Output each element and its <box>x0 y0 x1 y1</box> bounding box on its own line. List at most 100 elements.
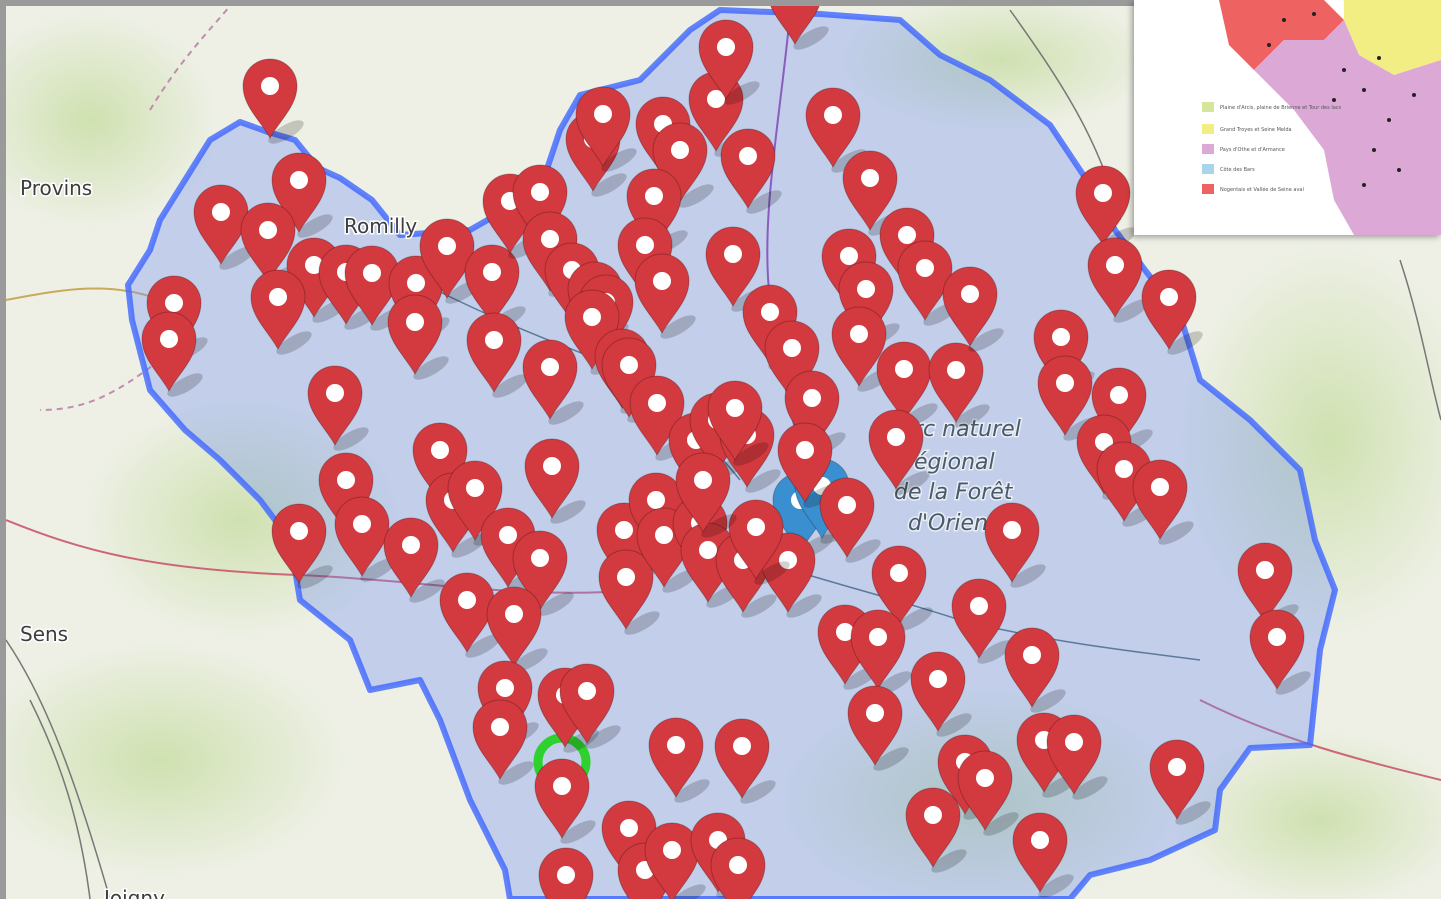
map-marker-pin[interactable] <box>850 609 906 691</box>
map-marker-pin[interactable] <box>1249 609 1305 691</box>
map-marker[interactable] <box>652 122 717 212</box>
map-marker-pin[interactable] <box>838 261 894 343</box>
map-marker[interactable] <box>575 86 640 176</box>
map-marker-pin[interactable] <box>1004 627 1060 709</box>
map-marker-pin[interactable] <box>1046 714 1102 796</box>
map-marker[interactable] <box>334 496 399 586</box>
map-marker[interactable] <box>271 503 336 593</box>
map-marker-pin[interactable] <box>842 150 898 232</box>
map-marker[interactable] <box>1141 269 1206 359</box>
map-marker[interactable] <box>707 380 772 470</box>
map-marker[interactable] <box>1087 237 1152 327</box>
map-marker[interactable] <box>847 685 912 775</box>
map-marker-pin[interactable] <box>707 380 763 462</box>
map-marker[interactable] <box>141 311 206 401</box>
map-marker[interactable] <box>598 549 663 639</box>
map-marker-pin[interactable] <box>387 294 443 376</box>
map-marker[interactable] <box>1249 609 1314 699</box>
map-marker[interactable] <box>644 822 709 899</box>
map-marker-pin[interactable] <box>876 341 932 423</box>
map-marker-pin[interactable] <box>951 578 1007 660</box>
map-marker[interactable] <box>984 502 1049 592</box>
map-marker-pin[interactable] <box>714 718 770 800</box>
map-marker-pin[interactable] <box>240 202 296 284</box>
map-marker-pin[interactable] <box>271 503 327 585</box>
map-marker-pin[interactable] <box>698 19 754 101</box>
map-marker-pin[interactable] <box>847 685 903 767</box>
map-marker-pin[interactable] <box>250 269 306 351</box>
map-marker-pin[interactable] <box>648 717 704 799</box>
map-marker[interactable] <box>512 530 577 620</box>
map-marker[interactable] <box>942 266 1007 356</box>
map-marker-pin[interactable] <box>486 586 542 668</box>
map-marker-pin[interactable] <box>575 86 631 168</box>
map-marker[interactable] <box>905 787 970 877</box>
map-marker-pin[interactable] <box>626 168 682 250</box>
map-marker-pin[interactable] <box>777 422 833 504</box>
map-marker[interactable] <box>760 532 825 622</box>
map-marker-pin[interactable] <box>464 244 520 326</box>
map-marker-pin[interactable] <box>383 517 439 599</box>
map-marker[interactable] <box>538 847 603 899</box>
map-marker[interactable] <box>242 58 307 148</box>
map-marker-pin[interactable] <box>1087 237 1143 319</box>
map-marker-pin[interactable] <box>905 787 961 869</box>
map-marker-pin[interactable] <box>644 822 700 899</box>
map-marker-pin[interactable] <box>318 452 374 534</box>
map-marker[interactable] <box>710 837 775 899</box>
map-marker-pin[interactable] <box>1033 309 1089 391</box>
map-marker[interactable] <box>439 572 504 662</box>
marker-layer[interactable] <box>141 6 1314 899</box>
map-marker-pin[interactable] <box>868 409 924 491</box>
map-marker-pin[interactable] <box>634 253 690 335</box>
map-marker-pin[interactable] <box>141 311 197 393</box>
map-marker[interactable] <box>648 717 713 807</box>
map-marker[interactable] <box>271 152 336 242</box>
map-marker-pin[interactable] <box>984 502 1040 584</box>
map-marker[interactable] <box>876 341 941 431</box>
map-marker-pin[interactable] <box>447 460 503 542</box>
map-marker-pin[interactable] <box>1075 165 1131 247</box>
map-marker[interactable] <box>559 663 624 753</box>
map-marker[interactable] <box>250 269 315 359</box>
map-marker-pin[interactable] <box>512 530 568 612</box>
map-marker-pin[interactable] <box>466 312 522 394</box>
map-marker-pin[interactable] <box>271 152 327 234</box>
map-marker[interactable] <box>768 6 832 54</box>
map-marker[interactable] <box>951 578 1016 668</box>
map-marker-pin[interactable] <box>871 545 927 627</box>
map-marker[interactable] <box>193 184 258 274</box>
map-marker-pin[interactable] <box>242 58 298 140</box>
map-marker-pin[interactable] <box>720 128 776 210</box>
map-marker-pin[interactable] <box>728 499 784 581</box>
map-marker-pin[interactable] <box>764 320 820 402</box>
map-marker[interactable] <box>466 312 531 402</box>
map-marker[interactable] <box>307 365 372 455</box>
map-marker[interactable] <box>634 253 699 343</box>
map-marker[interactable] <box>1149 739 1214 829</box>
map-marker[interactable] <box>957 750 1022 840</box>
map-marker-pin[interactable] <box>831 306 887 388</box>
map-marker[interactable] <box>675 452 740 542</box>
map-marker[interactable] <box>1012 812 1077 899</box>
map-marker[interactable] <box>720 128 785 218</box>
map-marker-pin[interactable] <box>1141 269 1197 351</box>
map-marker-pin[interactable] <box>534 758 590 840</box>
map-marker[interactable] <box>524 438 589 528</box>
map-marker[interactable] <box>1046 714 1111 804</box>
map-marker-pin[interactable] <box>784 370 840 452</box>
map-marker-pin[interactable] <box>598 549 654 631</box>
map-marker[interactable] <box>387 294 452 384</box>
map-marker[interactable] <box>1132 459 1197 549</box>
map-marker[interactable] <box>383 517 448 607</box>
map-marker-pin[interactable] <box>1012 812 1068 894</box>
map-marker[interactable] <box>910 651 975 741</box>
map-marker[interactable] <box>486 586 551 676</box>
map-marker-pin[interactable] <box>1149 739 1205 821</box>
map-marker-pin[interactable] <box>1237 542 1293 624</box>
map-marker[interactable] <box>1004 627 1069 717</box>
map-marker[interactable] <box>928 342 993 432</box>
map-marker[interactable] <box>698 19 763 109</box>
map-marker[interactable] <box>728 499 793 589</box>
map-marker-pin[interactable] <box>307 365 363 447</box>
